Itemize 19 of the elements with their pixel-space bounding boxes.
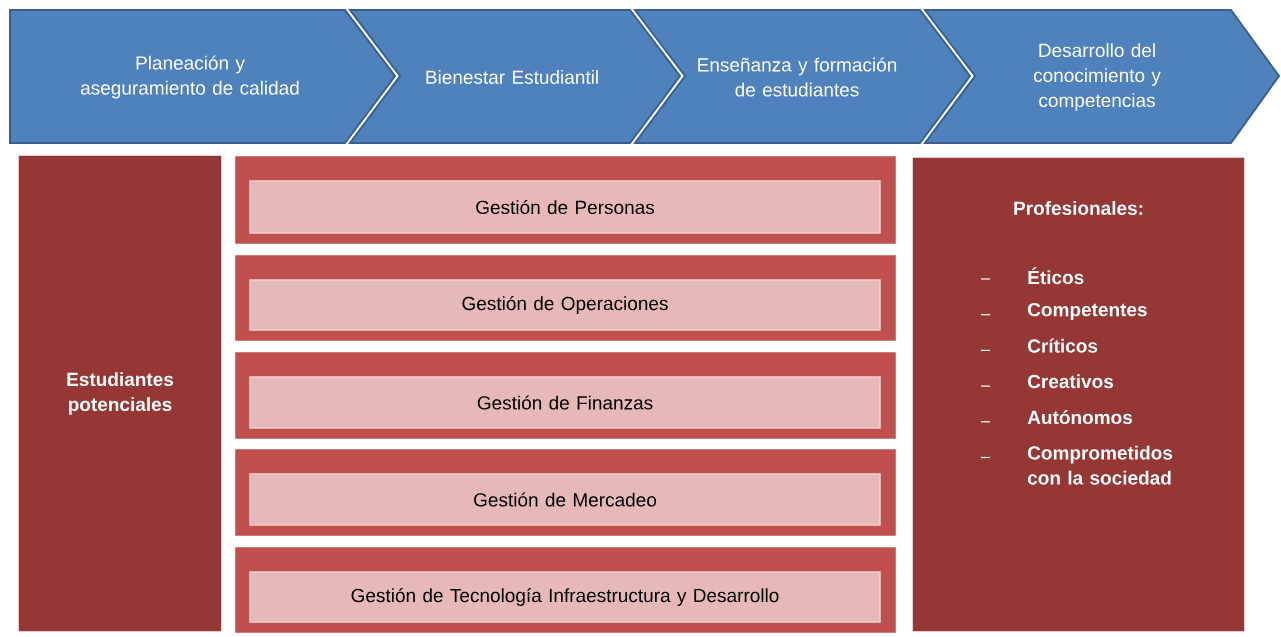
list-item: Éticos [1028, 267, 1084, 285]
stage-banner: Bienestar Estudiantil [348, 9, 682, 144]
list-item: Competentes [1028, 302, 1147, 321]
stage-box: Estudiantes potenciales [17, 154, 223, 633]
list-item: Autónomos [1027, 410, 1132, 425]
stage-banner: Enseñanza y formación de estudiantes [633, 9, 972, 144]
stage-banner: Desarrollo del conocimiento y competencias [923, 9, 1281, 144]
list-heading: Profesionales: [1014, 201, 1143, 215]
process-box: Gestión de Operaciones [249, 279, 881, 331]
list-item: Comprometidos con la sociedad [1027, 445, 1173, 485]
process-box: Gestión de Mercadeo [249, 473, 881, 526]
process-box: Gestión de Finanzas [249, 376, 881, 429]
outcome-box [911, 156, 1246, 633]
list-item: Creativos [1028, 374, 1113, 389]
node-label: Desarrollo del conocimiento y competencias [1033, 43, 1161, 111]
process-box: Gestión de Tecnología Infraestructura y Desarrollo [249, 571, 881, 623]
list-item: Críticos [1028, 338, 1098, 353]
stage-banner: Planeación y aseguramiento de calidad [9, 9, 397, 144]
process-box: Gestión de Personas [249, 180, 881, 234]
